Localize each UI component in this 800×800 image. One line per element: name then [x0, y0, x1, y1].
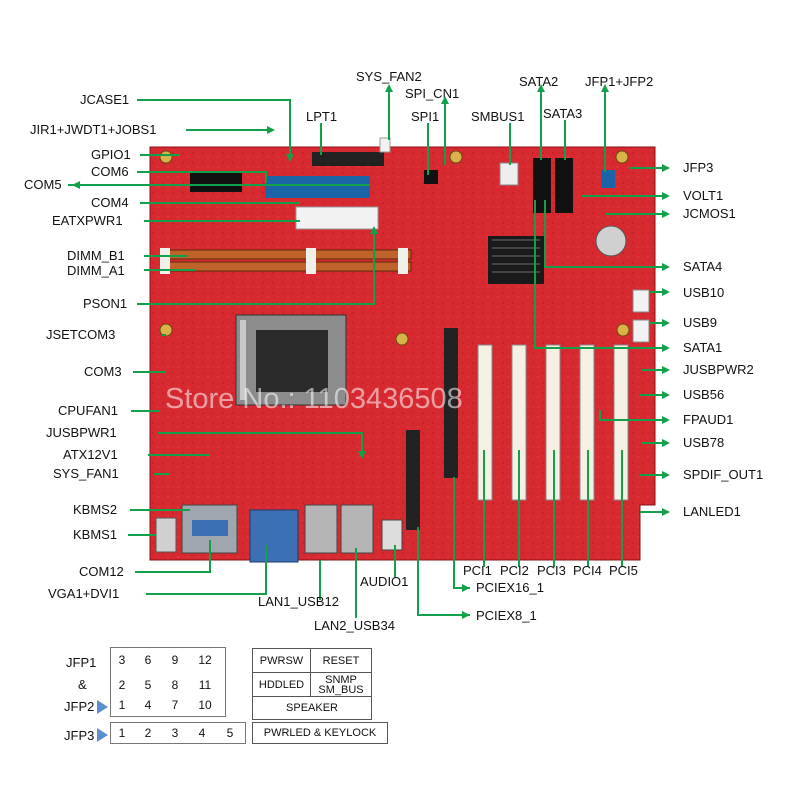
pin-cell: 6: [144, 653, 152, 667]
label-kbms2: KBMS2: [73, 502, 117, 517]
pinout-label-amp: &: [78, 677, 87, 692]
right-usb-headers: [632, 289, 650, 343]
label-pciex16-1: PCIEX16_1: [476, 580, 544, 595]
label-lan2-usb34: LAN2_USB34: [314, 618, 395, 633]
pinout-label-jfp2: JFP2: [64, 699, 95, 714]
label-sata1: SATA1: [683, 340, 722, 355]
label-lanled1: LANLED1: [683, 504, 741, 519]
jfp1-jfp2-pin-grid: 3 6 9 12 2 5 8 11 1 4 7 10: [110, 647, 226, 717]
function-reset: RESET: [311, 649, 371, 673]
function-pwrled-keylock: PWRLED & KEYLOCK: [252, 722, 388, 744]
callout-arrowheads: [72, 84, 670, 619]
pin-cell: 7: [171, 698, 179, 712]
label-pci3: PCI3: [537, 563, 566, 578]
label-sys-fan2: SYS_FAN2: [356, 69, 422, 84]
watermark-text: Store No.: 1103436508: [165, 383, 463, 415]
label-atx12v1: ATX12V1: [63, 447, 118, 462]
label-usb56: USB56: [683, 387, 724, 402]
label-pci4: PCI4: [573, 563, 602, 578]
label-jusbpwr2: JUSBPWR2: [683, 362, 754, 377]
label-jcmos1: JCMOS1: [683, 206, 736, 221]
function-hddled: HDDLED: [253, 673, 311, 697]
label-kbms1: KBMS1: [73, 527, 117, 542]
pcb-board: [149, 146, 656, 561]
label-lan1-usb12: LAN1_USB12: [258, 594, 339, 609]
label-com3: COM3: [84, 364, 122, 379]
cpu-socket: [235, 314, 347, 406]
label-jir1: JIR1+JWDT1+JOBS1: [30, 122, 156, 137]
label-lpt1: LPT1: [306, 109, 337, 124]
pin-cell: 3: [118, 653, 126, 667]
pin-cell: 11: [198, 678, 212, 692]
label-audio1: AUDIO1: [360, 574, 408, 589]
label-spi-cn1: SPI_CN1: [405, 86, 459, 101]
label-jcase1: JCASE1: [80, 92, 129, 107]
label-pson1: PSON1: [83, 296, 127, 311]
jfp3-pin-grid: 1 2 3 4 5: [110, 722, 246, 744]
pin-cell: 5: [144, 678, 152, 692]
callout-labels: JCASE1 JIR1+JWDT1+JOBS1 GPIO1 COM6 COM5 …: [24, 69, 763, 633]
label-sata3: SATA3: [543, 106, 582, 121]
label-dimm-a1: DIMM_A1: [67, 263, 125, 278]
jfp-function-grid: PWRSW RESET HDDLED SNMP SM_BUS SPEAKER: [252, 648, 372, 720]
pin-cell: 4: [144, 698, 152, 712]
function-speaker: SPEAKER: [286, 702, 338, 714]
label-cpufan1: CPUFAN1: [58, 403, 118, 418]
pin-cell: 2: [144, 726, 152, 740]
label-usb78: USB78: [683, 435, 724, 450]
pin-cell: 9: [171, 653, 179, 667]
pin-cell: 12: [198, 653, 212, 667]
label-com6: COM6: [91, 164, 129, 179]
jfp2-arrow-icon: [97, 700, 108, 714]
pcie-slots: [406, 328, 458, 530]
function-snmp: SNMP SM_BUS: [311, 673, 371, 697]
pin-cell: 1: [118, 726, 126, 740]
dimm-slots: [160, 248, 412, 274]
label-usb10: USB10: [683, 285, 724, 300]
label-jusbpwr1: JUSBPWR1: [46, 425, 117, 440]
label-com4: COM4: [91, 195, 129, 210]
pin-cell: 2: [118, 678, 126, 692]
function-smbus-label: SM_BUS: [318, 683, 364, 696]
label-jfp3: JFP3: [683, 160, 713, 175]
function-snmp-label: SNMP: [325, 673, 357, 686]
label-gpio1: GPIO1: [91, 147, 131, 162]
pin-cell: 4: [198, 726, 206, 740]
label-fpaud1: FPAUD1: [683, 412, 733, 427]
label-com5: COM5: [24, 177, 62, 192]
rear-io: [155, 504, 403, 563]
label-volt1: VOLT1: [683, 188, 723, 203]
label-jsetcom3: JSETCOM3: [46, 327, 115, 342]
label-pci1: PCI1: [463, 563, 492, 578]
label-vga1-dvi1: VGA1+DVI1: [48, 586, 119, 601]
pin-cell: 1: [118, 698, 126, 712]
pin-cell: 5: [226, 726, 234, 740]
function-pwrled-label: PWRLED & KEYLOCK: [263, 727, 377, 739]
label-eatxpwr1: EATXPWR1: [52, 213, 123, 228]
pinout-label-jfp3: JFP3: [64, 728, 95, 743]
label-usb9: USB9: [683, 315, 717, 330]
pin-cell: 8: [171, 678, 179, 692]
callout-lines: [68, 87, 666, 618]
label-pciex8-1: PCIEX8_1: [476, 608, 537, 623]
label-jfp1-jfp2: JFP1+JFP2: [585, 74, 653, 89]
label-spi1: SPI1: [411, 109, 439, 124]
function-pwrsw: PWRSW: [253, 649, 311, 673]
label-spdif-out1: SPDIF_OUT1: [683, 467, 763, 482]
label-smbus1: SMBUS1: [471, 109, 524, 124]
pinout-label-jfp1: JFP1: [66, 655, 97, 670]
pin-cell: 10: [198, 698, 212, 712]
label-sata4: SATA4: [683, 259, 722, 274]
label-com12: COM12: [79, 564, 124, 579]
label-sata2: SATA2: [519, 74, 558, 89]
pin-cell: 3: [171, 726, 179, 740]
jfp3-arrow-icon: [97, 728, 108, 742]
label-dimm-b1: DIMM_B1: [67, 248, 125, 263]
label-sys-fan1: SYS_FAN1: [53, 466, 119, 481]
label-pci2: PCI2: [500, 563, 529, 578]
label-pci5: PCI5: [609, 563, 638, 578]
